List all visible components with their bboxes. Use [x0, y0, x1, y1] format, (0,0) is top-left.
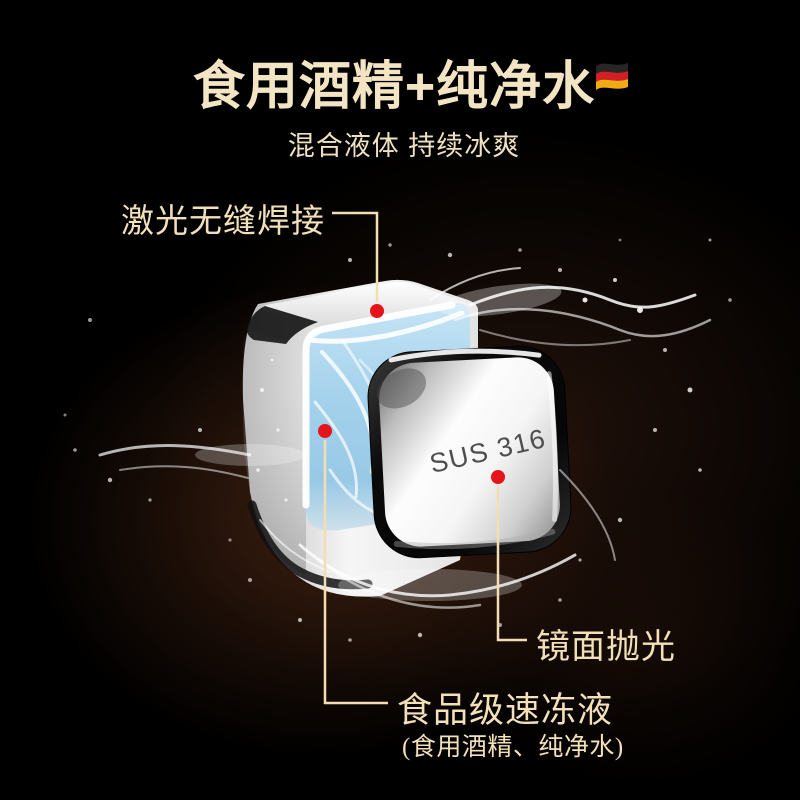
mirror-callout-dot [491, 470, 505, 484]
water-splash [63, 238, 732, 642]
freezing-liquid-sublabel: (食用酒精、纯净水) [402, 734, 624, 761]
polished-cube: SUS 316 [367, 345, 572, 559]
chrome-bevel [247, 306, 318, 344]
mirror-polish-label: 镜面抛光 [536, 629, 676, 666]
mirror-callout-line [496, 485, 527, 642]
german-flag-icon [596, 63, 628, 90]
liquid-callout-dot [318, 424, 332, 438]
weld-callout-dot [370, 304, 384, 318]
weld-label: 激光无缝焊接 [121, 204, 325, 240]
liquid-callout-line [323, 440, 388, 705]
weld-callout-line [332, 211, 379, 302]
callout-lines [323, 211, 527, 705]
page-title: 食用酒精+纯净水 [192, 58, 596, 116]
page-subtitle: 混合液体 持续冰爽 [287, 131, 521, 161]
callout-dots [318, 304, 505, 484]
freezing-liquid-label: 食品级速冻液 [397, 691, 614, 730]
